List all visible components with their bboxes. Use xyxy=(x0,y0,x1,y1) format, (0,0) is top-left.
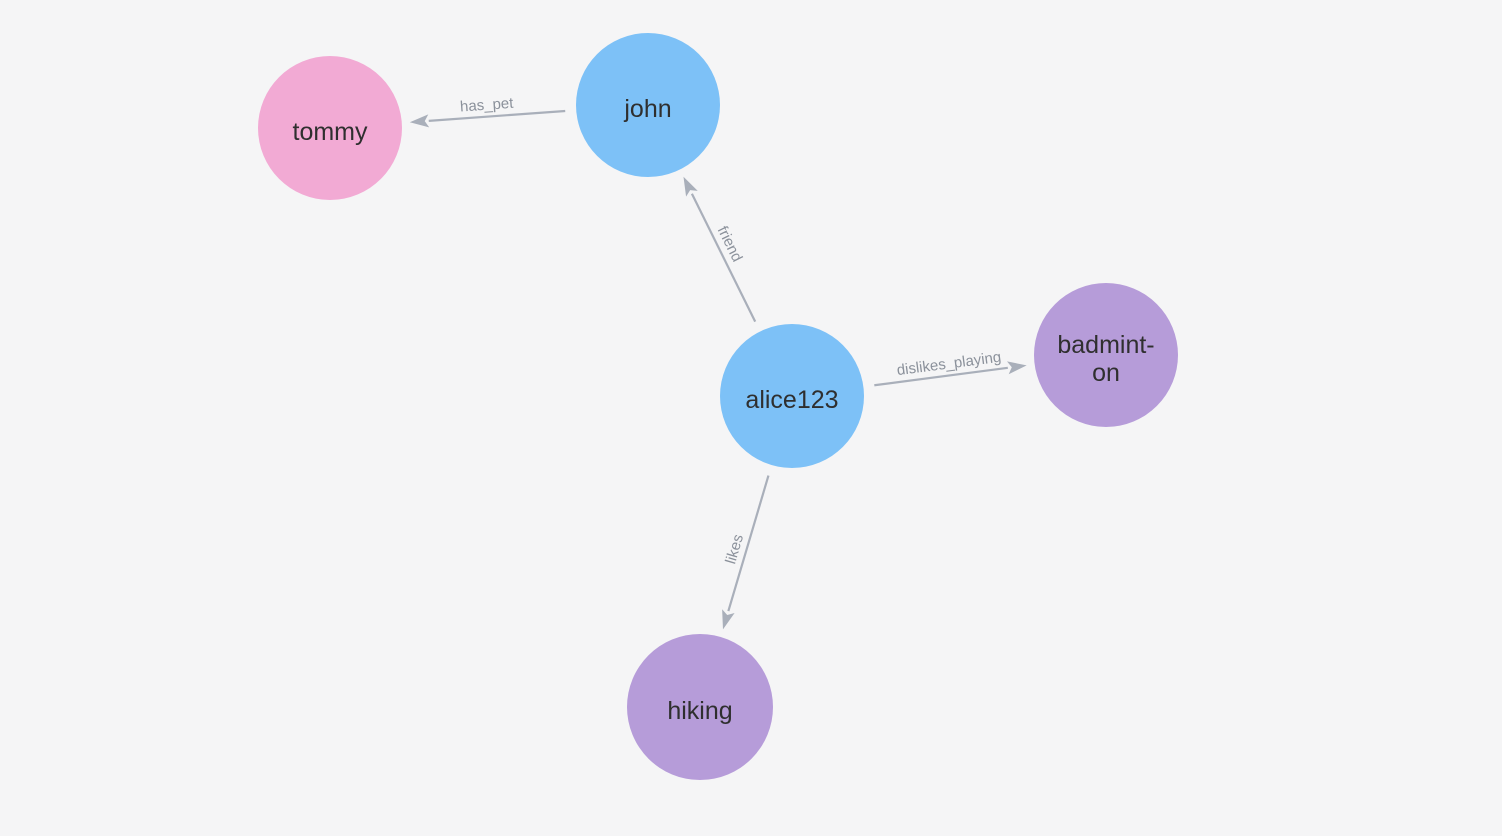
node-label: john xyxy=(623,95,671,123)
node-label: tommy xyxy=(293,118,369,146)
edge-arrowhead-icon xyxy=(683,176,698,197)
node-label-line: on xyxy=(1092,359,1120,387)
graph-edge-dislikes_playing[interactable]: dislikes_playing xyxy=(874,349,1027,387)
graph-node-badminton[interactable]: badmint-on xyxy=(1034,283,1178,427)
edge-line xyxy=(690,193,757,323)
edge-arrowhead-icon xyxy=(722,609,735,630)
node-label-line: hiking xyxy=(667,697,732,725)
node-label: badmint-on xyxy=(1057,331,1154,387)
graph-node-john[interactable]: john xyxy=(576,33,720,177)
node-circle xyxy=(576,33,720,177)
node-label-line: tommy xyxy=(293,118,369,146)
graph-node-hiking[interactable]: hiking xyxy=(627,634,773,780)
graph-edge-has_pet[interactable]: has_pet xyxy=(409,95,566,128)
node-label-line: john xyxy=(623,95,671,123)
node-circle xyxy=(720,324,864,468)
graph-edge-likes[interactable]: likes xyxy=(722,475,770,630)
node-circle xyxy=(1034,283,1178,427)
node-label: hiking xyxy=(667,697,732,725)
node-label-line: badmint- xyxy=(1057,331,1154,359)
edge-arrowhead-icon xyxy=(1006,361,1027,375)
node-circle xyxy=(258,56,402,200)
graph-node-alice123[interactable]: alice123 xyxy=(720,324,864,468)
edge-label: friend xyxy=(714,223,746,264)
edge-arrowhead-icon xyxy=(409,114,430,128)
node-label-line: alice123 xyxy=(745,386,838,414)
graph-edge-friend[interactable]: friend xyxy=(683,176,757,323)
node-label: alice123 xyxy=(745,386,838,414)
edge-line xyxy=(874,366,1008,387)
node-circle xyxy=(627,634,773,780)
edge-line xyxy=(727,475,770,612)
edge-label: has_pet xyxy=(459,95,514,116)
edge-line xyxy=(428,109,566,122)
graph-node-tommy[interactable]: tommy xyxy=(258,56,402,200)
